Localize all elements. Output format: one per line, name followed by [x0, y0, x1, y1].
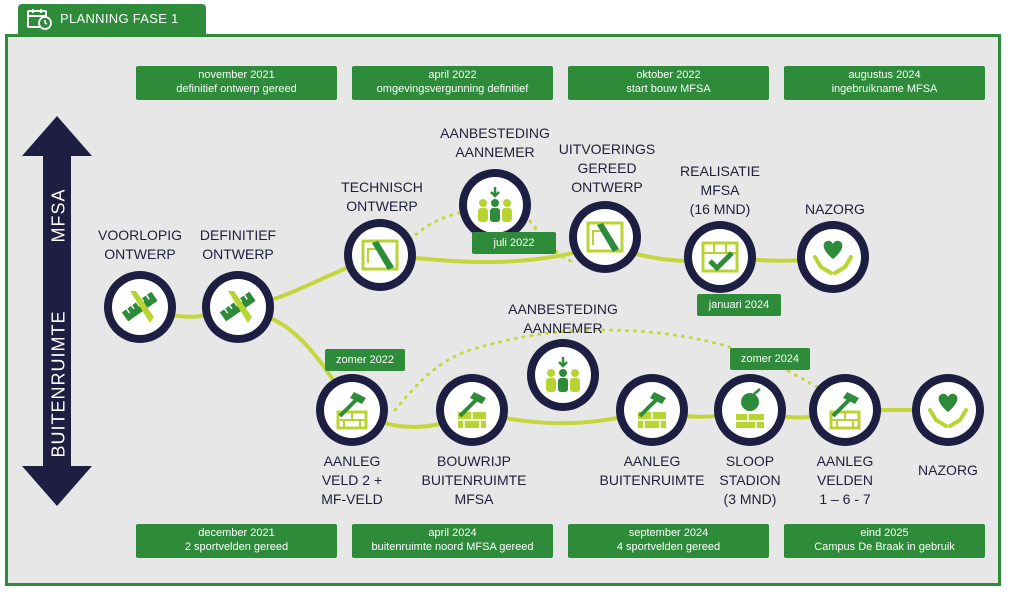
node-nazorg-top[interactable]	[797, 221, 869, 293]
planning-tab[interactable]: PLANNING FASE 1	[18, 4, 206, 34]
vertical-axis-arrow	[22, 116, 92, 506]
calendar-clock-icon	[27, 9, 52, 30]
label-nazorg-bottom: NAZORG	[918, 462, 978, 478]
tab-title: PLANNING FASE 1	[60, 11, 179, 26]
node-bouwrijp-buitenruimte[interactable]	[436, 374, 508, 446]
node-realisatie-mfsa[interactable]	[684, 221, 756, 293]
node-uitvoeringsontwerp[interactable]	[569, 201, 641, 273]
hammer-bricks-icon	[458, 392, 486, 428]
node-aanleg-veld2[interactable]	[316, 374, 388, 446]
hands-heart-icon	[928, 393, 968, 428]
node-aanleg-buitenruimte[interactable]	[616, 374, 688, 446]
hammer-bricks-icon	[336, 392, 368, 430]
hammer-bricks-icon	[638, 392, 666, 428]
hands-heart-icon	[813, 240, 853, 275]
people-arrow-icon	[478, 187, 512, 222]
node-sloop-stadion[interactable]	[714, 374, 786, 446]
building-check-icon	[701, 241, 739, 273]
people-arrow-icon	[546, 357, 580, 392]
badge-zomer-2022: zomer 2022	[325, 349, 405, 371]
dotted-aanleg-aanbesteding	[393, 328, 852, 412]
node-nazorg-bottom[interactable]	[912, 374, 984, 446]
hammer-bricks-icon	[829, 392, 861, 430]
axis-label-mfsa: MFSA	[48, 188, 69, 243]
dotted-technisch-aanbesteding	[408, 208, 472, 242]
blueprint-pencil-icon	[361, 239, 399, 271]
node-aanbesteding-bottom[interactable]	[527, 339, 599, 411]
node-voorlopig-ontwerp[interactable]	[104, 271, 176, 343]
ruler-pencil-icon	[121, 291, 158, 323]
badge-januari-2024: januari 2024	[697, 294, 781, 316]
axis-label-buitenruimte: BUITENRUIMTE	[48, 310, 69, 458]
wrecking-ball-icon	[736, 388, 764, 428]
node-technisch-ontwerp[interactable]	[344, 219, 416, 291]
badge-zomer-2024: zomer 2024	[730, 348, 810, 370]
node-aanbesteding-top[interactable]	[459, 169, 531, 241]
blueprint-pencil-icon	[586, 221, 624, 253]
badge-juli-2022: juli 2022	[472, 232, 556, 254]
node-aanleg-velden[interactable]	[809, 374, 881, 446]
node-definitief-ontwerp[interactable]	[202, 271, 274, 343]
label-nazorg-top: NAZORG	[805, 201, 865, 217]
ruler-pencil-icon	[219, 291, 256, 323]
